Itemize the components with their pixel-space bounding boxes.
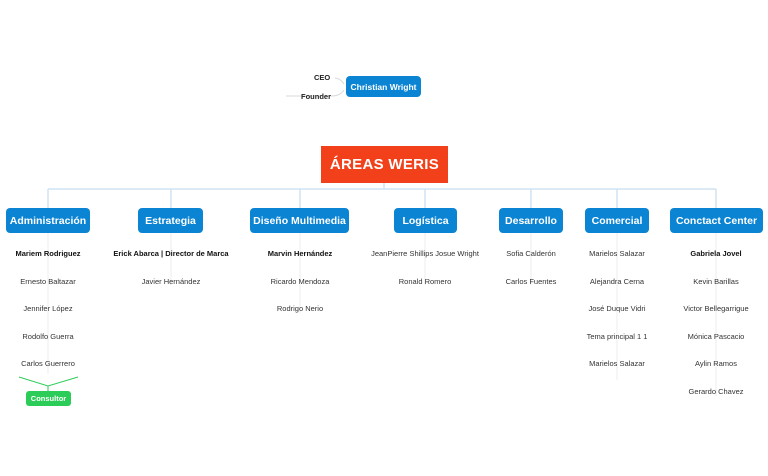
ceo-label: CEO xyxy=(314,73,331,82)
member-item[interactable]: Tema principal 1 1 xyxy=(586,332,648,341)
consultor-connector xyxy=(18,376,79,391)
member-item[interactable]: Carlos Guerrero xyxy=(21,359,75,368)
member-item[interactable]: Sofia Calderón xyxy=(506,249,556,258)
root-node[interactable]: ÁREAS WERIS xyxy=(321,146,448,183)
area-node-logistica[interactable]: Logística xyxy=(394,208,457,233)
member-item[interactable]: Victor Bellegarrigue xyxy=(683,304,749,313)
member-item[interactable]: Ronald Romero xyxy=(398,277,452,286)
area-node-administracion[interactable]: Administración xyxy=(6,208,90,233)
member-item[interactable]: Marielos Salazar xyxy=(589,359,645,368)
member-item[interactable]: Gerardo Chavez xyxy=(688,387,744,396)
member-item[interactable]: José Duque Vidri xyxy=(588,304,646,313)
member-item[interactable]: Rodolfo Guerra xyxy=(22,332,74,341)
member-item[interactable]: Javier Hernández xyxy=(141,277,201,286)
member-item[interactable]: Gabriela Jovel xyxy=(690,249,742,258)
member-item[interactable]: Kevin Barillas xyxy=(693,277,739,286)
area-node-estrategia[interactable]: Estrategia xyxy=(138,208,203,233)
founder-label: Founder xyxy=(301,92,331,101)
member-item[interactable]: Ricardo Mendoza xyxy=(270,277,330,286)
member-item[interactable]: Marvin Hernández xyxy=(267,249,333,258)
ceo-label-connector xyxy=(334,77,345,85)
member-item[interactable]: Aylin Ramos xyxy=(695,359,737,368)
member-item[interactable]: Jennifer López xyxy=(23,304,73,313)
area-node-conctact-center[interactable]: Conctact Center xyxy=(670,208,763,233)
member-item[interactable]: Rodrigo Nerio xyxy=(276,304,324,313)
member-item[interactable]: Carlos Fuentes xyxy=(505,277,557,286)
ceo-node[interactable]: Christian Wright xyxy=(346,76,421,97)
consultor-node[interactable]: Consultor xyxy=(26,391,71,406)
area-node-desarrollo[interactable]: Desarrollo xyxy=(499,208,563,233)
member-item[interactable]: Marielos Salazar xyxy=(589,249,645,258)
area-node-diseno-multimedia[interactable]: Diseño Multimedia xyxy=(250,208,349,233)
area-node-comercial[interactable]: Comercial xyxy=(585,208,649,233)
member-item[interactable]: Alejandra Cerna xyxy=(589,277,645,286)
member-item[interactable]: Ernesto Baltazar xyxy=(20,277,76,286)
member-item[interactable]: Mónica Pascacio xyxy=(687,332,745,341)
member-item[interactable]: Erick Abarca | Director de Marca xyxy=(113,249,229,258)
member-item[interactable]: Mariem Rodriguez xyxy=(15,249,81,258)
member-item[interactable]: JeanPierre Shillips Josue Wright xyxy=(371,249,479,258)
